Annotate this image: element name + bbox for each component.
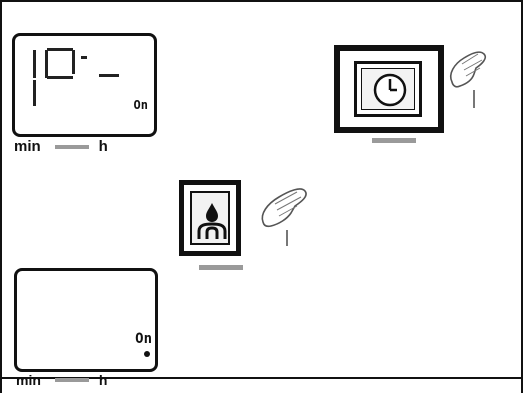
- lcd-display-bottom: On: [14, 268, 158, 372]
- lcd-segment: [45, 50, 48, 78]
- timer-button-indicator: [372, 138, 416, 143]
- lcd-segment: [81, 56, 87, 59]
- footer-divider: [2, 377, 521, 379]
- range-max-label: h: [98, 138, 108, 155]
- lcd-segment: [99, 74, 119, 77]
- time-range-top: min h: [14, 138, 108, 155]
- lcd-segment: [33, 80, 36, 106]
- hand-press-icon: [261, 188, 307, 246]
- drain-button-indicator: [199, 265, 243, 270]
- lcd-segment: [72, 50, 75, 74]
- drain-button[interactable]: [179, 180, 241, 256]
- range-bar: [54, 378, 89, 382]
- time-range-bottom: min h: [16, 372, 107, 388]
- lcd-status-label: On: [133, 98, 148, 112]
- clock-icon: [373, 73, 407, 107]
- range-max-label: h: [98, 372, 108, 388]
- timer-button[interactable]: [334, 45, 444, 133]
- range-min-label: min: [14, 138, 41, 155]
- drain-icon: [197, 203, 227, 239]
- hand-press-icon: [449, 51, 487, 108]
- timer-button-face: [354, 61, 422, 117]
- lcd-indicator-dot: [144, 351, 150, 357]
- range-bar: [54, 144, 89, 149]
- lcd-segment: [47, 48, 73, 51]
- lcd-segment: [47, 76, 73, 79]
- lcd-segment: [33, 50, 36, 78]
- drain-button-face: [190, 191, 230, 245]
- lcd-status-label: On: [135, 331, 152, 347]
- lcd-display-top: On: [12, 33, 157, 137]
- range-min-label: min: [16, 372, 41, 388]
